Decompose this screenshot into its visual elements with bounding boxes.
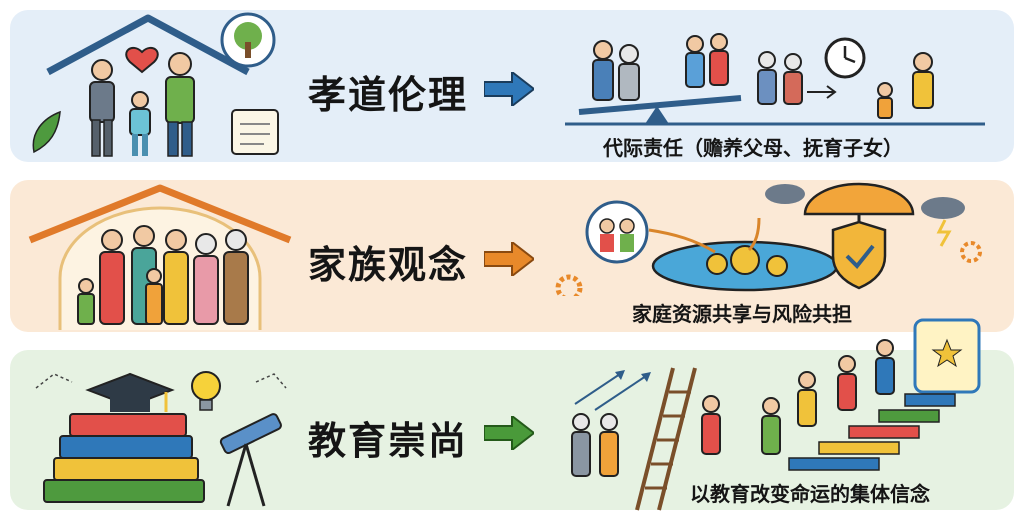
lightbulb-icon [191,371,221,411]
house-icon [46,14,250,76]
row2-caption: 家庭资源共享与风险共担 [632,302,852,326]
row3-title: 教育崇尚 [308,419,469,463]
seesaw-icon [578,33,742,124]
staircase-icon [788,393,956,471]
family-icon [77,225,249,325]
row2-title: 家族观念 [308,243,469,287]
door-icon [913,318,981,394]
books-and-learning-illustration [35,371,287,507]
constellation-icon [35,373,287,389]
umbrella-icon [803,182,915,242]
family-home-illustration [32,12,279,157]
gear-icon [555,241,982,296]
graduation-cap-icon [85,372,175,412]
row1-arrow-icon [484,72,534,106]
row3-caption: 以教育改变命运的集体信念 [690,482,930,506]
book-stack-icon [43,413,205,503]
family-circle-icon [585,200,649,264]
elders-and-children-icon [757,51,934,119]
heart-icon [125,46,159,74]
telescope-icon [219,413,282,507]
climbing-to-success-illustration [571,318,981,511]
clock-icon [824,37,866,79]
ladder-icon [635,367,697,511]
row2-arrow-icon [484,242,534,276]
climbing-family-icon [571,339,895,477]
row1-caption: 代际责任（赡养父母、抚育子女） [603,136,903,160]
tree-icon [220,12,276,68]
exchange-arrow-icon [807,85,837,99]
extended-family-illustration [28,184,292,330]
row3-arrow-icon [484,416,534,450]
family-icon [89,52,195,157]
row1-title: 孝道伦理 [308,73,469,117]
intergenerational-care-illustration [565,33,985,126]
shield-icon [831,220,887,290]
growth-arrows-icon [574,370,651,411]
leaf-icon [32,110,61,154]
letter-icon [231,109,279,155]
storm-cloud-icon [765,184,965,247]
resource-sharing-illustration [555,182,982,296]
coin-pool-icon [648,217,839,292]
